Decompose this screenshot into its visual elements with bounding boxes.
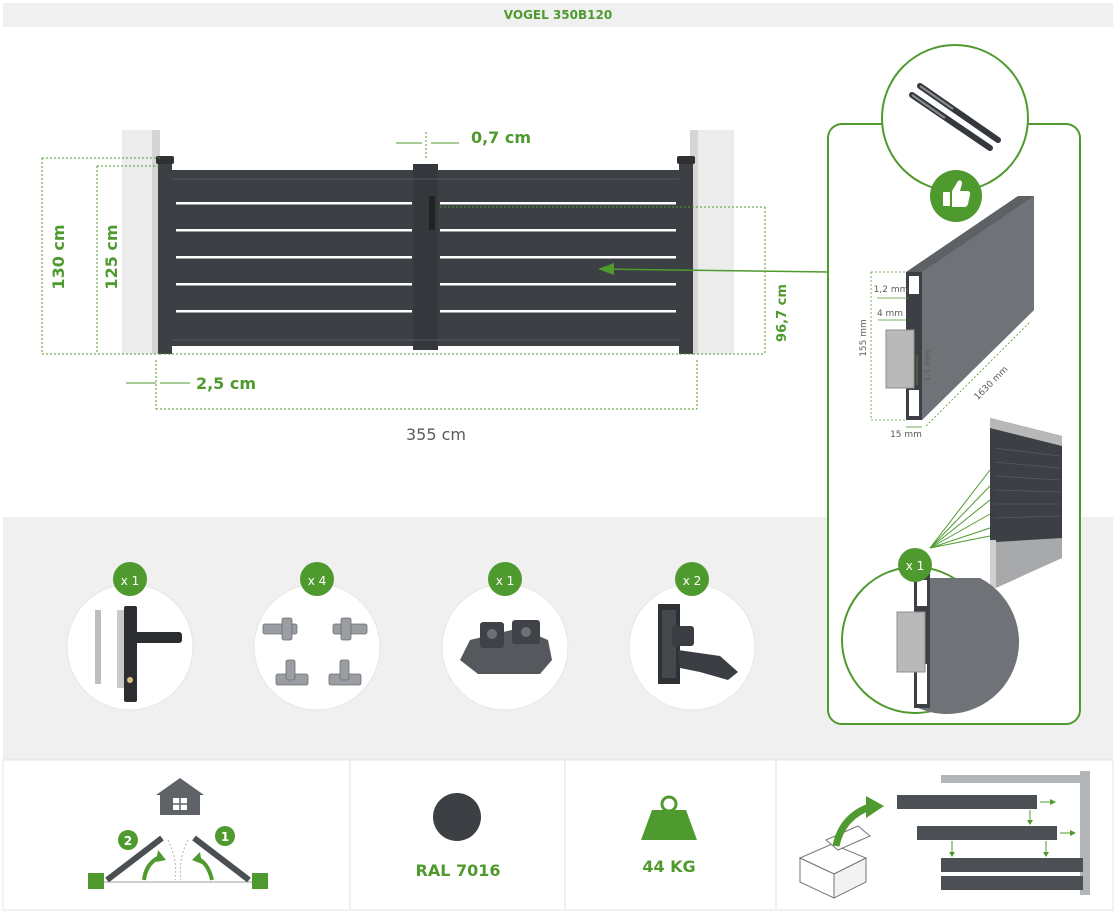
color-name: RAL 7016 (416, 861, 501, 880)
gap-dimension: 0,7 cm (471, 128, 531, 147)
center-stile-right (426, 164, 438, 350)
accessory-gate-holder: x 2 (628, 562, 756, 711)
gate-holder-qty: x 2 (683, 574, 702, 588)
accessory-handle: x 1 (66, 562, 194, 711)
profile-wall-top: 1,2 mm (874, 285, 909, 295)
total-height-dimension: 130 cm (49, 224, 68, 289)
hinge-qty: x 4 (308, 574, 327, 588)
arrow-icon (598, 263, 614, 275)
left-frame-cap (156, 156, 174, 164)
profile-depth: 15 mm (890, 430, 922, 440)
thumb-up-icon (943, 180, 971, 207)
profile-wall-inner: 1,1 mm (923, 350, 932, 381)
accessory-hinges: x 4 (253, 562, 381, 711)
product-title: VOGEL 350B120 (3, 3, 1113, 27)
weight-value: 44 KG (642, 857, 695, 876)
handle-qty: x 1 (121, 574, 140, 588)
profile-height: 155 mm (859, 319, 869, 357)
profile-qty-badge (898, 548, 932, 582)
lock-icon (429, 196, 435, 230)
profile-zoom-icon (896, 572, 1020, 715)
total-width-dimension: 355 cm (406, 425, 466, 444)
right-frame-cap (677, 156, 695, 164)
dimension-lines (41, 132, 830, 410)
step-one: 1 (221, 830, 229, 844)
profile-dimension-lines (870, 271, 1031, 428)
leaf-section (990, 418, 1062, 588)
right-frame (679, 158, 693, 354)
profile-extrusion (885, 196, 1034, 420)
left-frame (158, 158, 172, 354)
lath-gaps (176, 202, 676, 313)
lath-zone-dimension: 96,7 cm (775, 284, 790, 342)
gate-drawing (122, 130, 734, 354)
left-pillar-shade (152, 130, 160, 354)
post-gap-dimension: 2,5 cm (196, 374, 256, 393)
opening-direction: 2 1 (88, 778, 268, 889)
accessory-ground-stop: x 1 (441, 562, 569, 711)
color-swatch (433, 793, 481, 841)
profile-insert: 4 mm (877, 309, 903, 319)
lath-pointer-lines (929, 469, 991, 549)
house-icon (156, 778, 204, 795)
motor-arms-icon (909, 83, 1001, 151)
right-pillar-shade (690, 130, 698, 354)
center-stile-left (413, 164, 426, 350)
step-two: 2 (124, 834, 132, 848)
ground-stop-qty: x 1 (496, 574, 515, 588)
motor-kit-circle (881, 44, 1029, 192)
weight-icon (641, 795, 697, 840)
assembly-icon (798, 771, 1090, 899)
panel-height-dimension: 125 cm (102, 224, 121, 289)
profile-qty: x 1 (906, 559, 925, 573)
